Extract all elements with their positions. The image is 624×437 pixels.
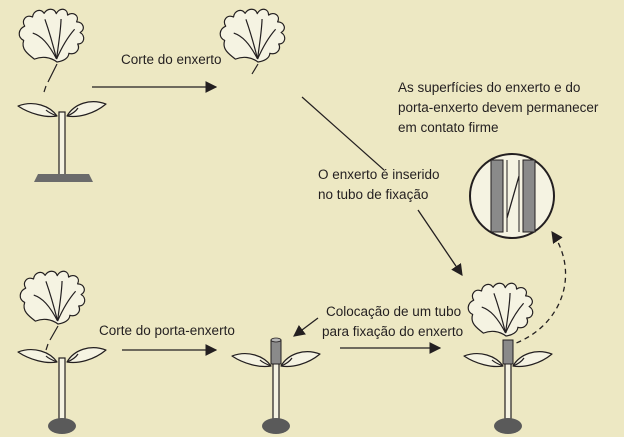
label-surfaces-line2: porta-enxerto devem permanecer [398,100,599,115]
rootstock-with-tube [231,337,321,434]
scion-shoot-bottom-left [16,265,90,351]
label-cut-rootstock: Corte do porta-enxerto [99,323,235,338]
seedling-bottom-left [17,347,107,434]
arrow-scion-to-tube-upper [301,96,385,171]
label-cut-scion: Corte do enxerto [121,52,222,67]
cut-scion-shoot [216,3,290,75]
label-inserted-line2: no tubo de fixação [318,187,429,202]
scion-shoot-top-left [15,3,89,93]
dashed-arrow-to-detail [507,231,567,347]
arrow-scion-to-tube-lower [417,209,463,276]
soil-base-top-left [34,174,93,182]
grafted-plant [463,277,553,434]
arrow-pointing-tube [293,317,319,337]
seedling-top-left [17,101,107,177]
label-surfaces-line1: As superfícies do enxerto e do [398,80,581,95]
label-surfaces-line3: em contato firme [398,120,499,135]
detail-circle [469,153,555,239]
label-tube-line2: para fixação do enxerto [322,324,464,339]
label-tube-line1: Colocação de um tubo [326,304,462,319]
label-inserted-line1: O enxerto é inserido [318,167,440,182]
